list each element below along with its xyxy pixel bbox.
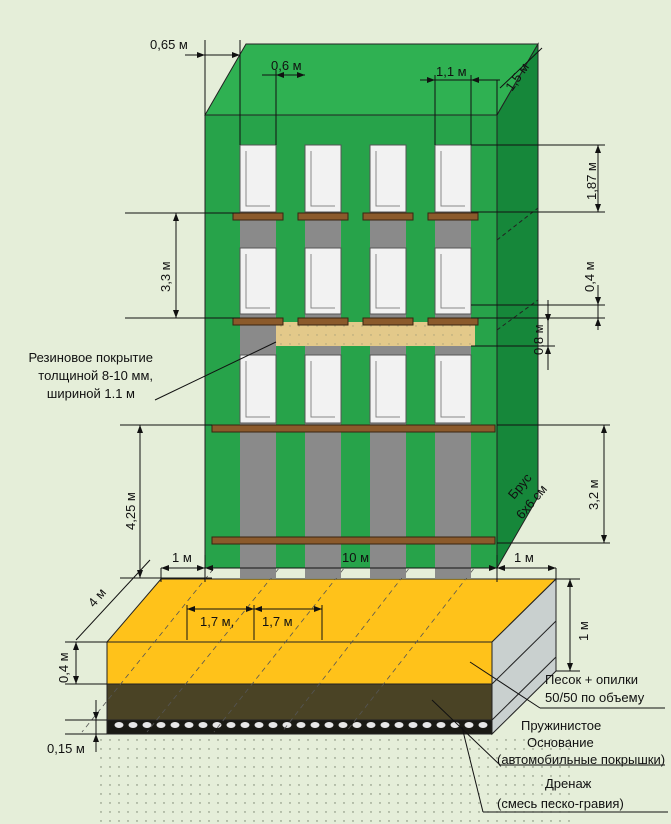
dim-post-offset: 0,65 м (150, 37, 188, 52)
dim-post-gap: 1,1 м (436, 64, 467, 79)
dim-lower-height: 4,25 м (123, 492, 138, 530)
rubber-label-line3: шириной 1.1 м (47, 386, 135, 401)
rubber-label-line2: толщиной 8-10 мм, (38, 368, 153, 383)
drain-label-line1: Дренаж (545, 776, 592, 791)
dim-side-margin-left: 1 м (172, 550, 192, 565)
dimension-lines (65, 40, 668, 813)
dim-bay-height: 3,3 м (158, 261, 173, 292)
dim-rubber-height: 0,8 м (531, 324, 546, 355)
ground-area (100, 735, 570, 824)
dim-drain-layer: 0,15 м (47, 741, 85, 756)
drain-label-line2: (смесь песко-гравия) (497, 796, 624, 811)
dim-sand-layer: 0,4 м (56, 652, 71, 683)
sand-layer-top (105, 578, 558, 643)
sand-layer-front (106, 641, 493, 685)
spring-label-line2: Основание (527, 735, 594, 750)
dim-spacing-b: 1,7 м (262, 614, 293, 629)
sand-label-line2: 50/50 по объему (545, 690, 645, 705)
dim-spacing-a: 1,7 м, (200, 614, 234, 629)
dim-total-width: 10 м (342, 550, 369, 565)
beams (211, 212, 496, 545)
dim-base-height: 1 м (576, 621, 591, 641)
dim-base-depth: 4 м (85, 585, 109, 610)
dim-window-gap: 0,4 м (582, 261, 597, 292)
foundation-base (105, 577, 558, 736)
arrowheads (73, 52, 607, 742)
dim-top-height: 1,87 м (584, 162, 599, 200)
spring-label-line1: Пружинистое (521, 718, 601, 733)
sand-label-line1: Песок + опилки (545, 672, 638, 687)
spring-label-line3: (автомобильные покрышки) (497, 752, 665, 767)
dim-post-width: 0,6 м (271, 58, 302, 73)
tires-pattern (110, 722, 490, 732)
window-bevels (245, 151, 465, 418)
post-footprint-lines (81, 561, 480, 733)
spring-layer-front (106, 683, 493, 721)
dim-side-margin-right: 1 м (514, 550, 534, 565)
dim-lower-right-height: 3,2 м (586, 479, 601, 510)
rubber-label-line1: Резиновое покрытие (29, 350, 153, 365)
